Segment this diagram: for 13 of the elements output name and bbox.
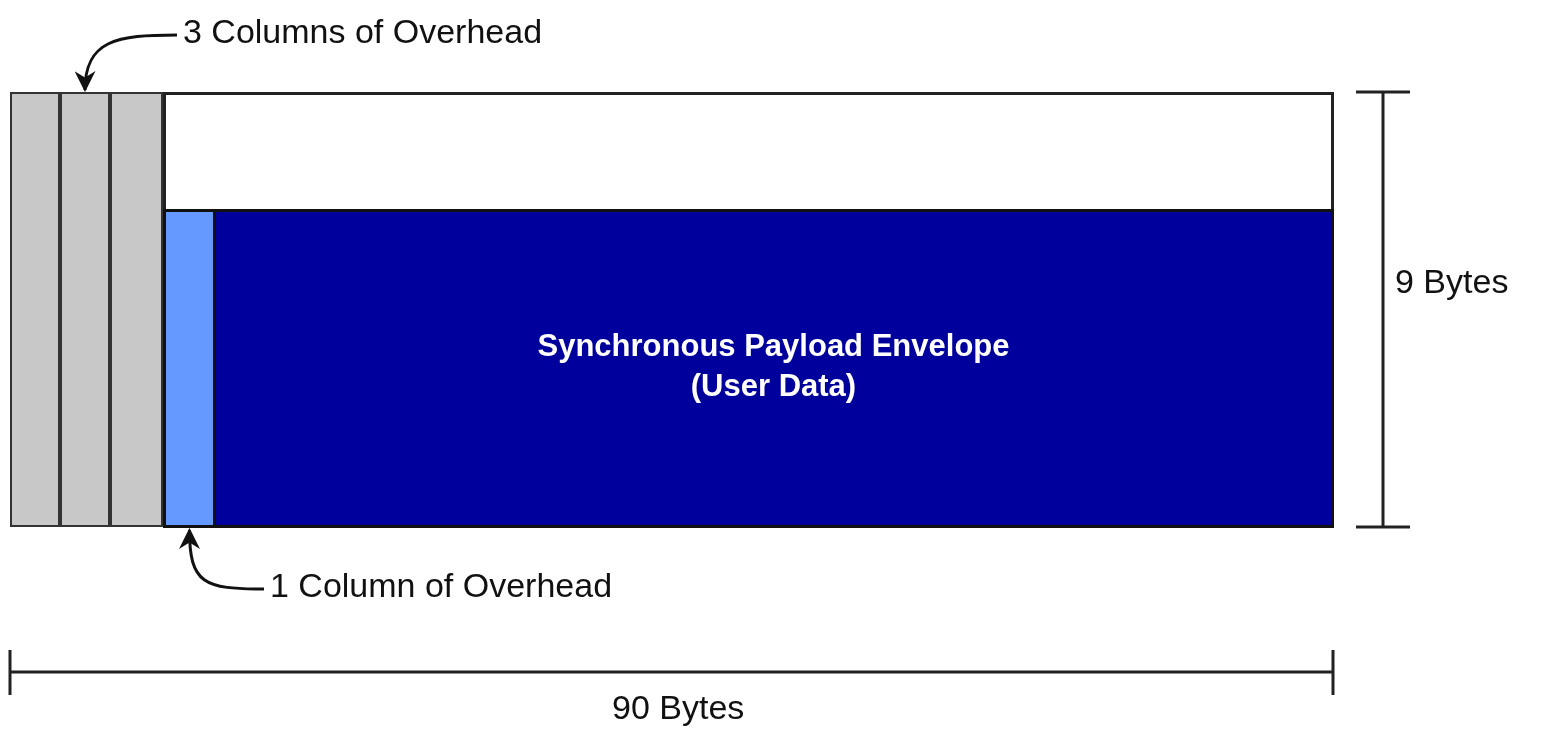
dimension-label: 9 Bytes <box>1395 262 1509 301</box>
leader-arrow <box>179 527 264 591</box>
callout-text: 3 Columns of Overhead <box>183 8 543 54</box>
overhead-column <box>10 92 60 527</box>
callout-text: 1 Column of Overhead <box>270 560 613 610</box>
payload-title: Synchronous Payload Envelope (User Data) <box>536 326 1011 405</box>
overhead-column <box>110 92 163 527</box>
payload-block <box>213 209 1334 528</box>
dimension-label: 90 Bytes <box>612 688 745 727</box>
overhead-column <box>60 92 110 527</box>
frame-area-box <box>163 92 1334 212</box>
leader-arrow <box>75 33 177 93</box>
overhead-column <box>163 209 216 528</box>
